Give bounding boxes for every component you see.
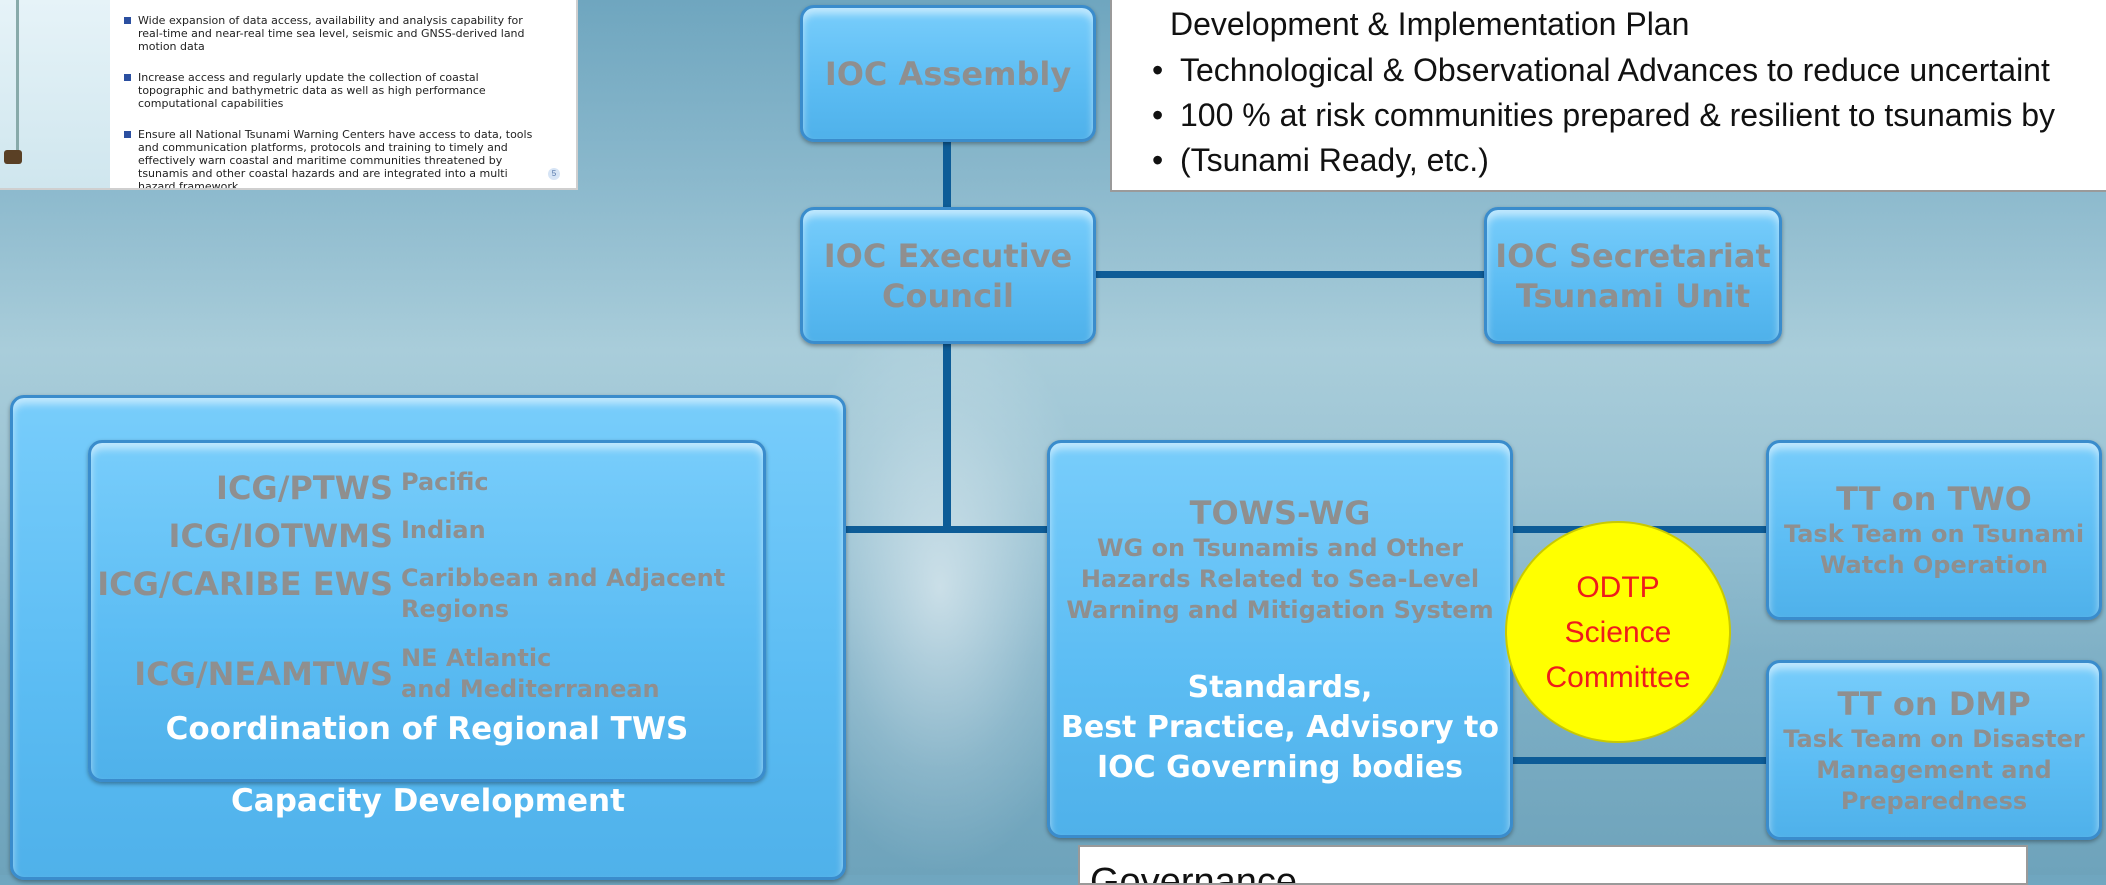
plan-bullet: 100 % at risk communities prepared & res… xyxy=(1148,93,2055,138)
slide-thumbnail: Wide expansion of data access, availabil… xyxy=(0,0,578,190)
regional-code: ICG/PTWS xyxy=(216,469,393,507)
tt-dmp-line2: Management and xyxy=(1816,755,2052,784)
regional-name: Caribbean and Adjacent xyxy=(401,564,726,592)
tt-dmp-line1: Task Team on Disaster xyxy=(1783,724,2085,753)
capacity-development-label: Capacity Development xyxy=(231,783,625,819)
plan-bullet-continuation: (Tsunami Ready, etc.) xyxy=(1148,138,2055,183)
plan-bullet: Technological & Observational Advances t… xyxy=(1148,48,2055,93)
thumbnail-page-number: 5 xyxy=(548,168,560,180)
tt-two-line1: Task Team on Tsunami xyxy=(1783,520,2085,548)
regional-tws-label: Coordination of Regional TWS xyxy=(165,711,689,747)
regional-name: Regions xyxy=(401,595,510,623)
buoy-anchor xyxy=(4,150,22,164)
odtp-line2: Science xyxy=(1564,615,1672,649)
tows-wg-role-line3: IOC Governing bodies xyxy=(1096,750,1464,785)
ioc-assembly-box: IOC Assembly xyxy=(800,5,1096,142)
plan-bullet-list: Technological & Observational Advances t… xyxy=(1148,48,2055,183)
regional-code: ICG/CARIBE EWS xyxy=(97,565,393,603)
tows-wg-box: TOWS-WG WG on Tsunamis and Other Hazards… xyxy=(1047,440,1513,838)
thumbnail-bullet: Increase access and regularly update the… xyxy=(122,71,542,110)
odtp-science-committee: ODTP Science Committee xyxy=(1505,521,1731,743)
tows-wg-title: TOWS-WG xyxy=(1189,494,1371,532)
tows-wg-role-line2: Best Practice, Advisory to xyxy=(1060,710,1499,745)
ioc-executive-label-line1: IOC Executive xyxy=(823,236,1073,275)
thumbnail-bullet-list: Wide expansion of data access, availabil… xyxy=(122,14,542,188)
governance-panel: Governance xyxy=(1078,845,2028,885)
regional-code: ICG/IOTWMS xyxy=(168,517,393,555)
connector-horizontal-main xyxy=(842,526,1052,533)
ioc-assembly-label: IOC Assembly xyxy=(824,54,1072,93)
tows-wg-desc-line1: WG on Tsunamis and Other xyxy=(1096,534,1464,562)
thumbnail-illustration xyxy=(0,0,110,188)
tows-wg-role-line1: Standards, xyxy=(1187,670,1373,705)
tt-dmp-line3: Preparedness xyxy=(1840,786,2028,815)
tows-wg-desc-line2: Hazards Related to Sea-Level xyxy=(1080,565,1480,593)
buoy-cable xyxy=(16,0,19,150)
tt-two-line2: Watch Operation xyxy=(1819,551,2049,579)
connector-tows-to-tt-dmp xyxy=(1508,757,1770,764)
plan-heading-line: Development & Implementation Plan xyxy=(1170,6,1690,42)
ioc-secretariat-box: IOC Secretariat Tsunami Unit xyxy=(1484,207,1782,344)
ioc-secretariat-label-line1: IOC Secretariat xyxy=(1495,236,1771,275)
tt-dmp-title: TT on DMP xyxy=(1837,684,2031,723)
regional-name: Pacific xyxy=(401,468,489,496)
regional-name: NE Atlantic xyxy=(401,644,552,672)
connector-assembly-to-executive xyxy=(943,140,951,210)
odtp-line1: ODTP xyxy=(1576,570,1660,604)
tt-two-box: TT on TWO Task Team on Tsunami Watch Ope… xyxy=(1766,440,2102,620)
tt-two-title: TT on TWO xyxy=(1836,480,2032,518)
connector-executive-to-secretariat xyxy=(1090,271,1490,278)
regional-name: and Mediterranean xyxy=(401,675,660,703)
regional-name: Indian xyxy=(401,516,486,544)
ioc-executive-label-line2: Council xyxy=(882,276,1014,315)
connector-executive-down xyxy=(943,342,951,532)
governance-heading: Governance xyxy=(1090,861,1298,885)
tows-wg-desc-line3: Warning and Mitigation System xyxy=(1066,596,1494,624)
thumbnail-bullet: Wide expansion of data access, availabil… xyxy=(122,14,542,53)
thumbnail-bullet: Ensure all National Tsunami Warning Cent… xyxy=(122,128,542,188)
odtp-line3: Committee xyxy=(1545,660,1691,694)
tt-dmp-box: TT on DMP Task Team on Disaster Manageme… xyxy=(1766,660,2102,840)
regional-tws-box: ICG/PTWS Pacific ICG/IOTWMS Indian ICG/C… xyxy=(88,440,766,782)
plan-text-panel: Development & Implementation Plan Techno… xyxy=(1110,0,2106,192)
regional-code: ICG/NEAMTWS xyxy=(134,655,393,693)
ioc-executive-council-box: IOC Executive Council xyxy=(800,207,1096,344)
ioc-secretariat-label-line2: Tsunami Unit xyxy=(1515,276,1751,315)
